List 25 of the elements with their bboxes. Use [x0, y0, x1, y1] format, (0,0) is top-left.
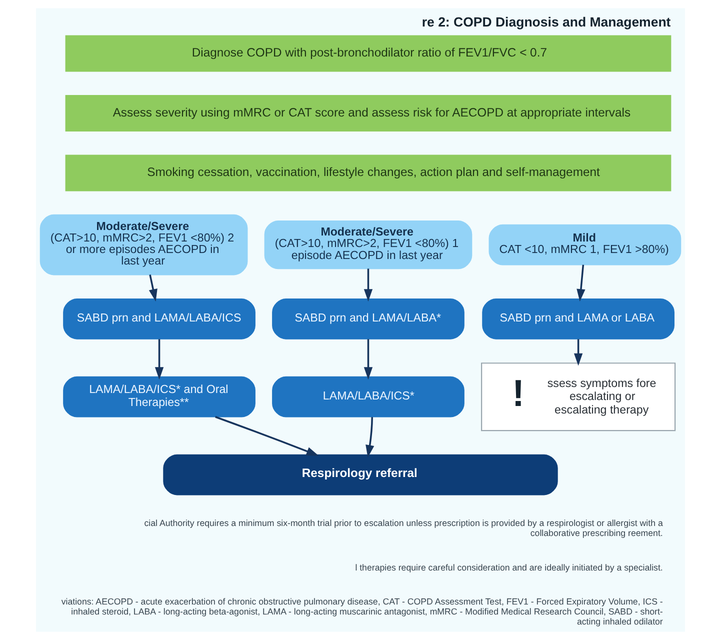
node-box: SABD prn and LAMA/LABA/ICS	[62, 298, 255, 340]
arrow	[573, 339, 582, 366]
node-box: SABD prn and LAMA/LABA*	[272, 298, 464, 340]
label: viations: AECOPD - acute exacerbation of chronic obstructive pulmonary disease, CAT - COPD Assessment Test, FEV1 - Forced Expiratory Volume, ICS - inhaled steroid, LABA - long-acting beta-agonist, LAMA - long-acting muscarinic antagonist, mMRC - Modified Medical Research Council, SABD - short-acting inhaled odilator	[60, 596, 662, 626]
arrow	[576, 264, 585, 302]
arrow	[365, 417, 374, 458]
node-box: Moderate/Severe (CAT>10, mMRC>2, FEV1 <80%) 1 episode AECOPD in last year	[264, 220, 472, 270]
arrow	[154, 339, 164, 380]
label: l therapies require careful consideration and are ideally initiated by a specialist.	[354, 562, 662, 572]
node-box: Assess severity using mMRC or CAT score and assess risk for AECOPD at appropriate intervals	[64, 95, 671, 132]
label: cial Authority requires a minimum six-month trial prior to escalation unless prescription is provided by a respirologist or allergist with a collaborative prescribing reement.	[144, 518, 662, 538]
node-box: Mild CAT <10, mMRC 1, FEV1 >80%)	[488, 224, 681, 266]
node-box: LAMA/LABA/ICS* and Oral Therapies**	[62, 376, 255, 418]
node-box: Smoking cessation, vaccination, lifestyle changes, action plan and self-management	[64, 154, 671, 192]
arrow	[363, 339, 372, 380]
arrow	[363, 268, 372, 302]
node-box: Respirology referral	[162, 454, 558, 496]
node-box: SABD prn and LAMA or LABA	[482, 298, 674, 340]
node-box: LAMA/LABA/ICS*	[272, 376, 464, 418]
node-box: ! ssess symptoms fore escalating or escalating therapy	[480, 362, 676, 432]
arrow	[214, 416, 318, 456]
node-box: Moderate/Severe (CAT>10, mMRC>2, FEV1 <80%) 2 or more episodes AECOPD in last year	[39, 214, 248, 276]
arrow	[148, 274, 157, 302]
node-box: Diagnose COPD with post-bronchodilator ratio of FEV1/FVC < 0.7	[64, 35, 671, 72]
diagram-title: re 2: COPD Diagnosis and Management	[421, 14, 670, 30]
